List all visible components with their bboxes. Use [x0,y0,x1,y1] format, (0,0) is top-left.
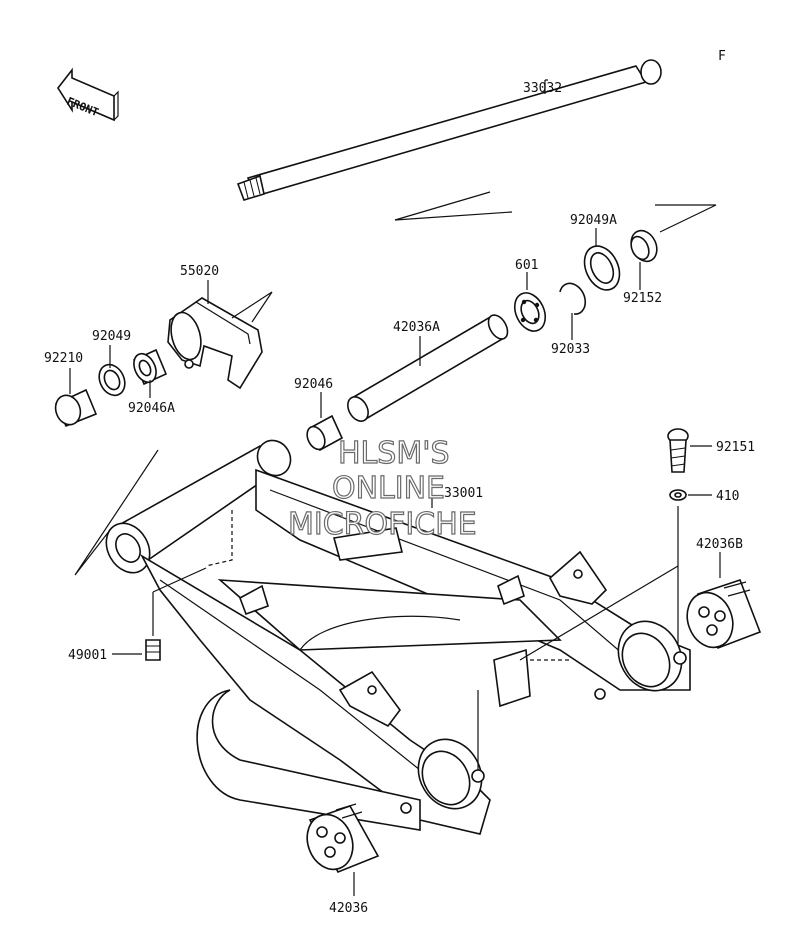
watermark-line-2: ONLINE [332,471,445,506]
needle-bearing-92046 [306,414,344,452]
callout-92210: 92210 [44,351,83,366]
bearing-601 [513,292,547,332]
chain-guide-55020 [167,297,263,390]
callout-55020: 55020 [180,264,219,279]
callout-42036: 42036 [329,901,368,916]
callout-42036B: 42036B [696,537,743,552]
callout-92049: 92049 [92,329,131,344]
collar-92210 [54,388,98,428]
callout-92152: 92152 [623,291,662,306]
callout-410: 410 [716,489,739,504]
callout-92046A: 92046A [128,401,175,416]
front-arrow-icon: FRONT [57,67,119,122]
swingarm-33001 [105,439,691,835]
circlip-92033 [559,282,587,315]
callout-92033: 92033 [551,342,590,357]
callout-92046: 92046 [294,377,333,392]
collar-92152 [630,229,658,263]
bearing-92046A [132,348,168,386]
callout-33032: 33032 [523,81,562,96]
watermark-line-3: MICROFICHE [288,507,477,542]
callout-49001: 49001 [68,648,107,663]
seal-92049 [98,363,126,397]
corner-mark: F [718,49,726,64]
callout-92151: 92151 [716,440,755,455]
cap-42036 [306,803,380,874]
cap-42036B [686,578,762,650]
sleeve-42036A [347,314,509,422]
pivot-shaft [236,59,662,201]
bolt-92151 [667,428,689,473]
washer-410 [669,489,687,501]
callout-33001: 33001 [444,486,483,501]
callout-42036A: 42036A [393,320,440,335]
callout-601: 601 [515,258,538,273]
seal-92049A [583,245,621,291]
watermark-line-1: HLSM'S [338,436,450,471]
callout-92049A: 92049A [570,213,617,228]
grease-fitting-49001 [145,639,161,661]
